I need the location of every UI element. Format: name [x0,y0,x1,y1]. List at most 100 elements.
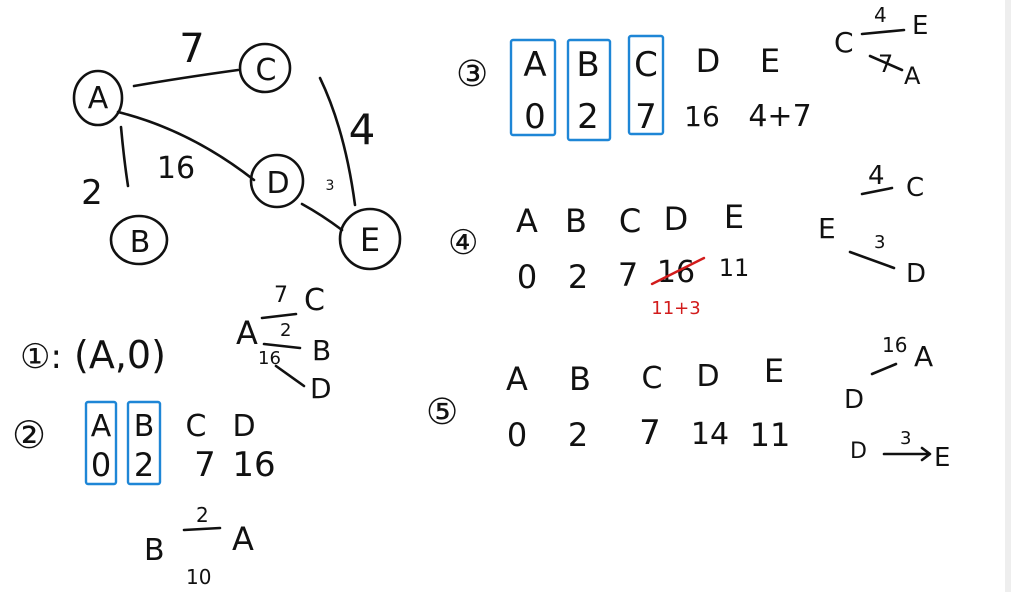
step-3-note-line-down [868,54,904,72]
node-a-label: A [88,81,109,116]
step-3-box-a [509,38,557,137]
step-5-value-e: 11 [750,416,791,454]
step-5-label: ⑤ [426,392,458,433]
step-4-correction: 11+3 [651,298,700,319]
edge-weight-ce: 4 [349,105,376,154]
step-5-header-d: D [696,359,719,394]
step-3-header-c: C [634,45,658,85]
step-3-value-b: 2 [577,97,599,137]
step-1-source: A [236,314,258,352]
step-2-value-b: 2 [134,446,154,484]
step-1-arrow-d [274,364,306,388]
step-3-value-d: 16 [684,100,720,133]
step-3: ③ A B C D E 0 2 7 16 4+7 C 4 E 7 A [456,3,928,142]
graph-diagram: A C D B E 7 2 16 4 3 [72,26,402,271]
step-3-value-a: 0 [524,97,546,137]
step-5-note-line-up [870,362,898,376]
step-4-note-line-up [860,186,894,196]
step-4-note-to-down: D [906,259,926,289]
step-5-header-e: E [764,352,784,390]
step-4-value-a: 0 [517,258,537,296]
step-4-note-to-up: C [906,173,924,203]
node-d-label: D [266,166,289,201]
step-3-note-weight-up: 4 [874,3,887,27]
step-3-note-to-up: E [912,11,928,41]
step-2-box-a [84,400,118,486]
step-4-value-c: 7 [618,256,638,294]
step-2-note-line [182,526,222,532]
step-1-target-d: D [310,372,332,405]
canvas-right-edge [1005,0,1011,592]
step-5-note-from-2: D [850,439,867,464]
step-2-header-c: C [186,409,207,444]
step-1-weight-d: 16 [258,348,281,369]
step-1: ①: (A,0) A 7 C 2 B 16 D [20,283,332,405]
step-1-target-c: C [304,283,325,318]
step-3-header-e: E [760,42,780,80]
edge-d-e [300,202,344,232]
step-2-note-under: 10 [186,565,211,589]
step-5-note-to-down: E [934,443,950,473]
step-1-pair: (A,0) [74,333,166,377]
step-4-value-e: 11 [719,254,750,282]
node-d-circle [249,153,305,209]
step-2-value-c: 7 [194,445,216,485]
step-3-label: ③ [456,54,488,95]
step-4-header-e: E [724,198,744,236]
step-5-value-c: 7 [639,413,661,453]
edge-a-d [116,110,256,182]
step-2-note-from: B [144,533,165,568]
node-b-label: B [130,225,151,260]
step-1-label: ①: [20,337,62,377]
step-2-label: ② [12,413,46,457]
step-2-box-b [126,400,162,486]
step-5-value-a: 0 [507,416,527,454]
step-4-value-b: 2 [568,258,588,296]
step-2-note-to: A [232,520,254,558]
edge-a-c [132,68,240,88]
step-5-header-b: B [569,360,591,398]
step-5-value-b: 2 [568,416,588,454]
step-4-note-weight-down: 3 [874,232,885,253]
step-5-header-a: A [506,360,528,398]
step-3-value-e: 4+7 [748,99,811,134]
step-1-weight-b: 2 [280,320,291,341]
step-5-value-d: 14 [691,417,729,452]
edge-weight-de: 3 [326,178,335,194]
edge-a-b [119,125,130,188]
step-2-value-d: 16 [232,445,275,485]
step-2-header-a: A [91,409,112,444]
step-3-note-from: C [834,26,854,59]
step-3-header-b: B [576,45,599,85]
step-4-strikethrough [650,256,706,286]
step-4-note-arrow [848,250,896,270]
step-5-note-arrow [882,446,932,462]
step-2-header-b: B [134,409,155,444]
node-c-label: C [256,53,277,88]
edge-weight-ab: 2 [81,173,103,213]
edge-c-e [318,76,357,207]
step-3-value-c: 7 [635,97,657,137]
step-4: ④ A B C D E 0 2 7 16 11 11+3 E 4 C 3 D [448,161,926,319]
step-4-note-from: E [818,212,836,245]
node-e-circle [338,207,402,271]
node-e-label: E [360,221,380,259]
edge-weight-ac: 7 [179,26,204,72]
step-3-box-c [627,34,665,136]
step-2-value-a: 0 [91,446,111,484]
step-2: ② A B C D 0 2 7 16 B 2 A 10 [12,400,276,589]
node-b-circle [109,214,169,266]
step-3-note-to-down: A [904,62,921,90]
step-4-note-weight-up: 4 [868,161,885,191]
step-1-arrow-b [262,342,302,350]
step-4-label: ④ [448,223,478,263]
node-c-circle [238,42,292,94]
edge-weight-ad: 16 [157,151,195,186]
step-5: ⑤ A B C D E 0 2 7 14 11 D 16 A D 3 E [426,333,950,473]
step-5-note-weight-down: 3 [900,428,911,449]
step-4-header-b: B [565,202,587,240]
step-4-header-d: D [664,200,689,238]
step-5-header-c: C [642,361,663,396]
step-5-note-from: D [844,385,864,415]
